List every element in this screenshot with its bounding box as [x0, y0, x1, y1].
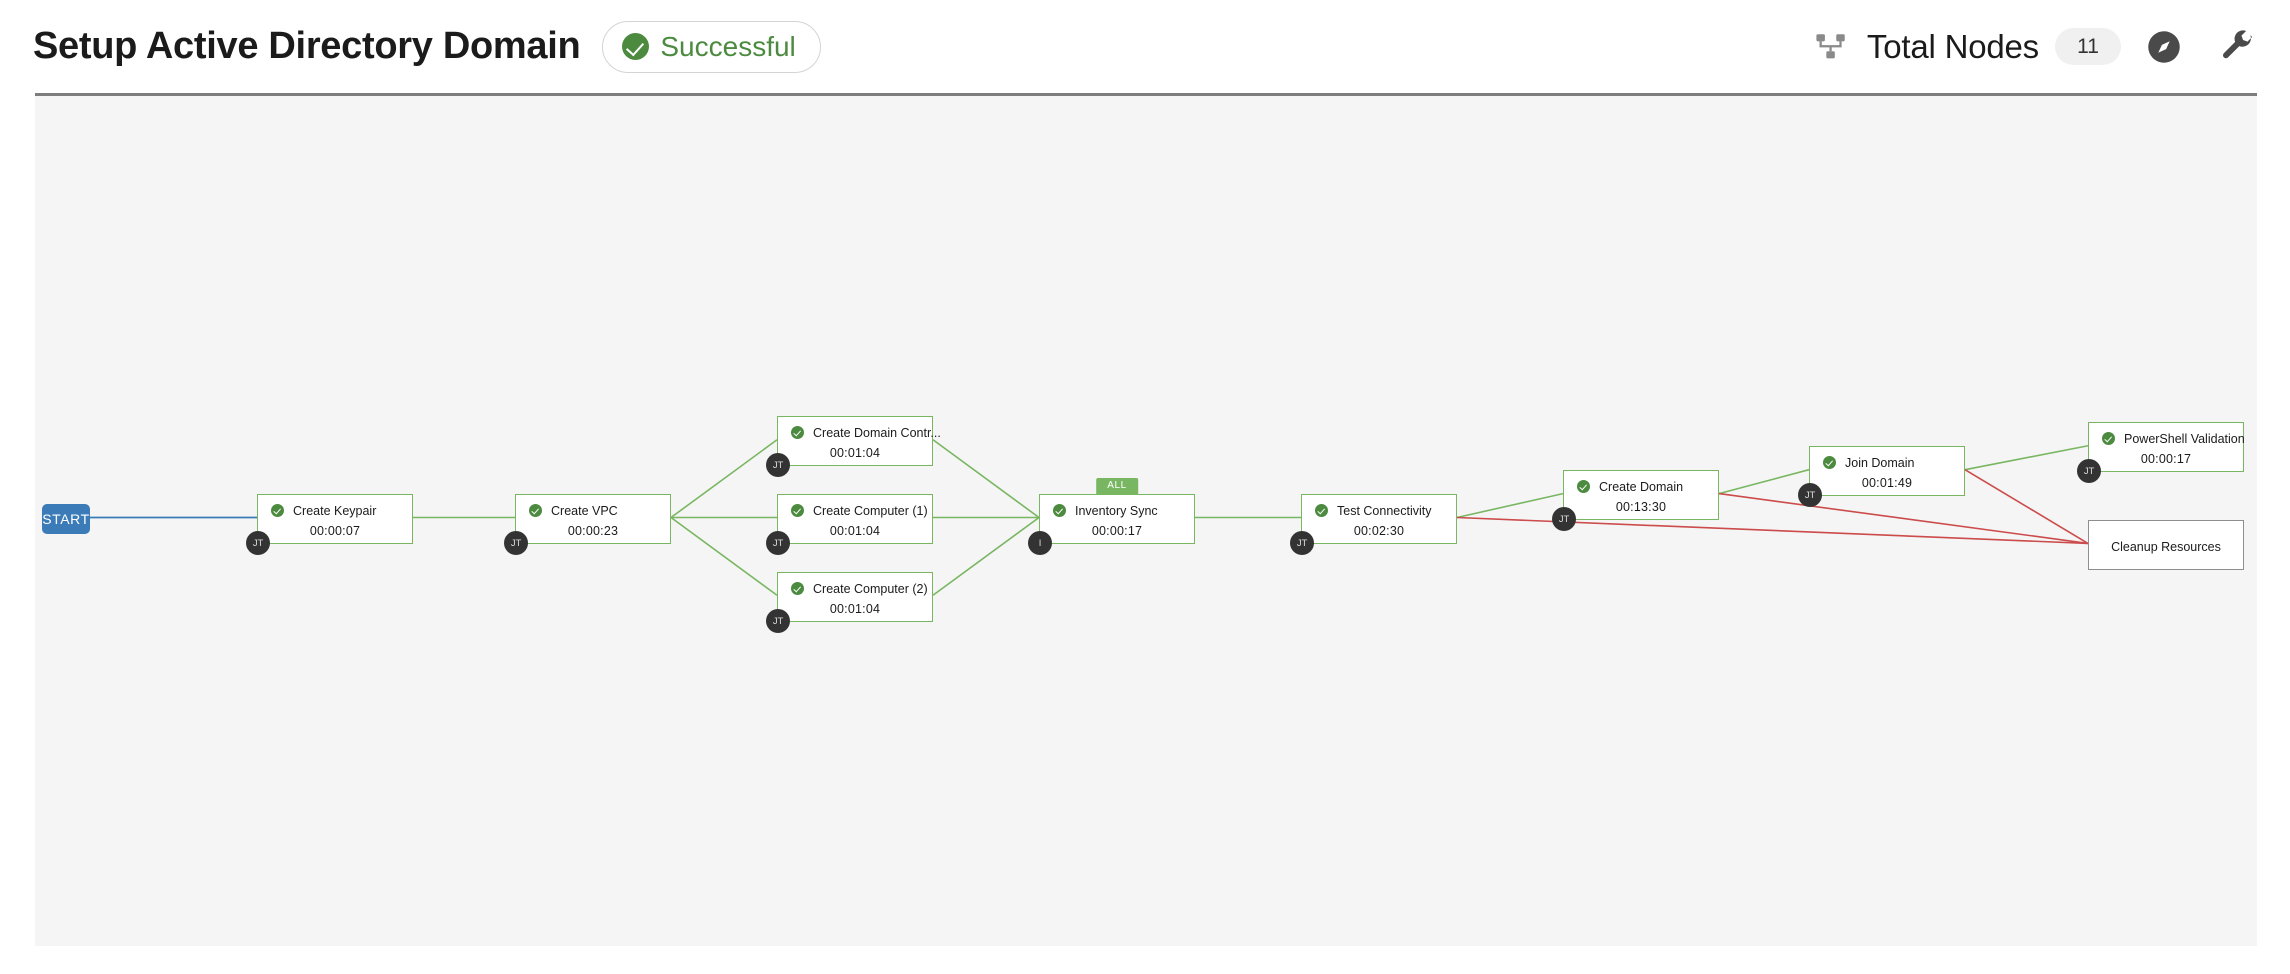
node-check-icon [791, 426, 804, 439]
workflow-node-cleanup-resources[interactable]: Cleanup Resources [2088, 520, 2244, 570]
node-title-row: Create Keypair [258, 504, 412, 518]
node-avatar[interactable]: JT [504, 531, 528, 555]
node-avatar[interactable]: JT [766, 531, 790, 555]
node-avatar[interactable]: JT [766, 609, 790, 633]
node-elapsed-time: 00:00:17 [1091, 523, 1143, 538]
edge-createdomain-to-cleanup [1718, 492, 2089, 545]
node-check-icon [1315, 504, 1328, 517]
node-title: Create Computer (1) [813, 503, 928, 518]
node-elapsed-time: 00:00:17 [2140, 451, 2192, 466]
node-elapsed-time: 00:01:04 [829, 445, 881, 460]
node-title: Create Domain Contr... [813, 425, 941, 440]
total-nodes-count: 11 [2055, 28, 2121, 65]
node-title: Create VPC [551, 503, 618, 518]
node-title-row: Inventory Sync [1040, 504, 1194, 518]
node-title: Create Computer (2) [813, 581, 928, 596]
edge-vpc-to-dc [670, 439, 778, 519]
check-circle-icon [622, 33, 650, 60]
node-elapsed-time: 00:00:07 [309, 523, 361, 538]
node-check-icon [1053, 504, 1066, 517]
node-check-icon [529, 504, 542, 517]
node-check-icon [791, 582, 804, 595]
node-title: Test Connectivity [1337, 503, 1432, 518]
node-avatar[interactable]: JT [1290, 531, 1314, 555]
node-elapsed-time: 00:13:30 [1615, 499, 1667, 514]
edge-computer2-to-inventory [932, 516, 1040, 596]
node-title-row: Create Computer (1) [778, 504, 932, 518]
node-check-icon [791, 504, 804, 517]
node-title: Cleanup Resources [2111, 539, 2221, 554]
start-node[interactable]: START [42, 504, 90, 534]
node-title: PowerShell Validation [2124, 431, 2245, 446]
edge-createdomain-to-joindomain [1718, 468, 1810, 495]
header-actions: Total Nodes 11 [1815, 28, 2256, 66]
status-badge: Successful [602, 20, 821, 73]
status-badge-label: Successful [660, 30, 796, 62]
node-elapsed-time: 00:01:04 [829, 523, 881, 538]
total-nodes-label: Total Nodes [1866, 27, 2039, 65]
node-title: Join Domain [1845, 455, 1915, 470]
node-title-row: Cleanup Resources [2089, 540, 2243, 554]
node-avatar[interactable]: JT [2077, 459, 2101, 483]
node-avatar[interactable]: JT [1552, 507, 1576, 531]
node-title-row: Create VPC [516, 504, 670, 518]
edge-joindomain-to-powershell [1964, 444, 2089, 471]
node-elapsed-time: 00:01:49 [1861, 475, 1913, 490]
node-title-row: Create Domain Contr... [778, 426, 941, 440]
node-avatar[interactable]: JT [1798, 483, 1822, 507]
node-title-row: Create Computer (2) [778, 582, 932, 596]
node-avatar[interactable]: I [1028, 531, 1052, 555]
hierarchy-icon [1816, 33, 1845, 58]
node-check-icon [2102, 432, 2115, 445]
node-title: Create Keypair [293, 503, 377, 518]
node-check-icon [1823, 456, 1836, 469]
node-title-row: PowerShell Validation [2089, 431, 2245, 446]
node-elapsed-time: 00:00:23 [567, 523, 619, 538]
node-avatar[interactable]: JT [766, 453, 790, 477]
node-title-row: Join Domain [1810, 456, 1964, 470]
edge-test-to-createdomain [1456, 492, 1564, 519]
node-check-icon [271, 504, 284, 517]
node-elapsed-time: 00:02:30 [1353, 523, 1405, 538]
edge-joindomain-to-cleanup [1964, 468, 2089, 545]
node-title-row: Create Domain [1564, 480, 1718, 494]
node-title-row: Test Connectivity [1302, 504, 1456, 518]
app-header: Setup Active Directory Domain Successful… [0, 0, 2290, 93]
node-all-badge: ALL [1096, 478, 1138, 494]
compass-icon[interactable] [2146, 29, 2182, 65]
node-title: Create Domain [1599, 479, 1684, 494]
node-title: Inventory Sync [1075, 503, 1158, 518]
edge-dc-to-inventory [932, 439, 1040, 519]
edge-vpc-to-computer2 [670, 516, 778, 596]
node-elapsed-time: 00:01:04 [829, 601, 881, 616]
wrench-icon[interactable] [2220, 29, 2256, 65]
node-avatar[interactable]: JT [246, 531, 270, 555]
page-title: Setup Active Directory Domain [33, 25, 581, 67]
node-check-icon [1577, 480, 1590, 493]
